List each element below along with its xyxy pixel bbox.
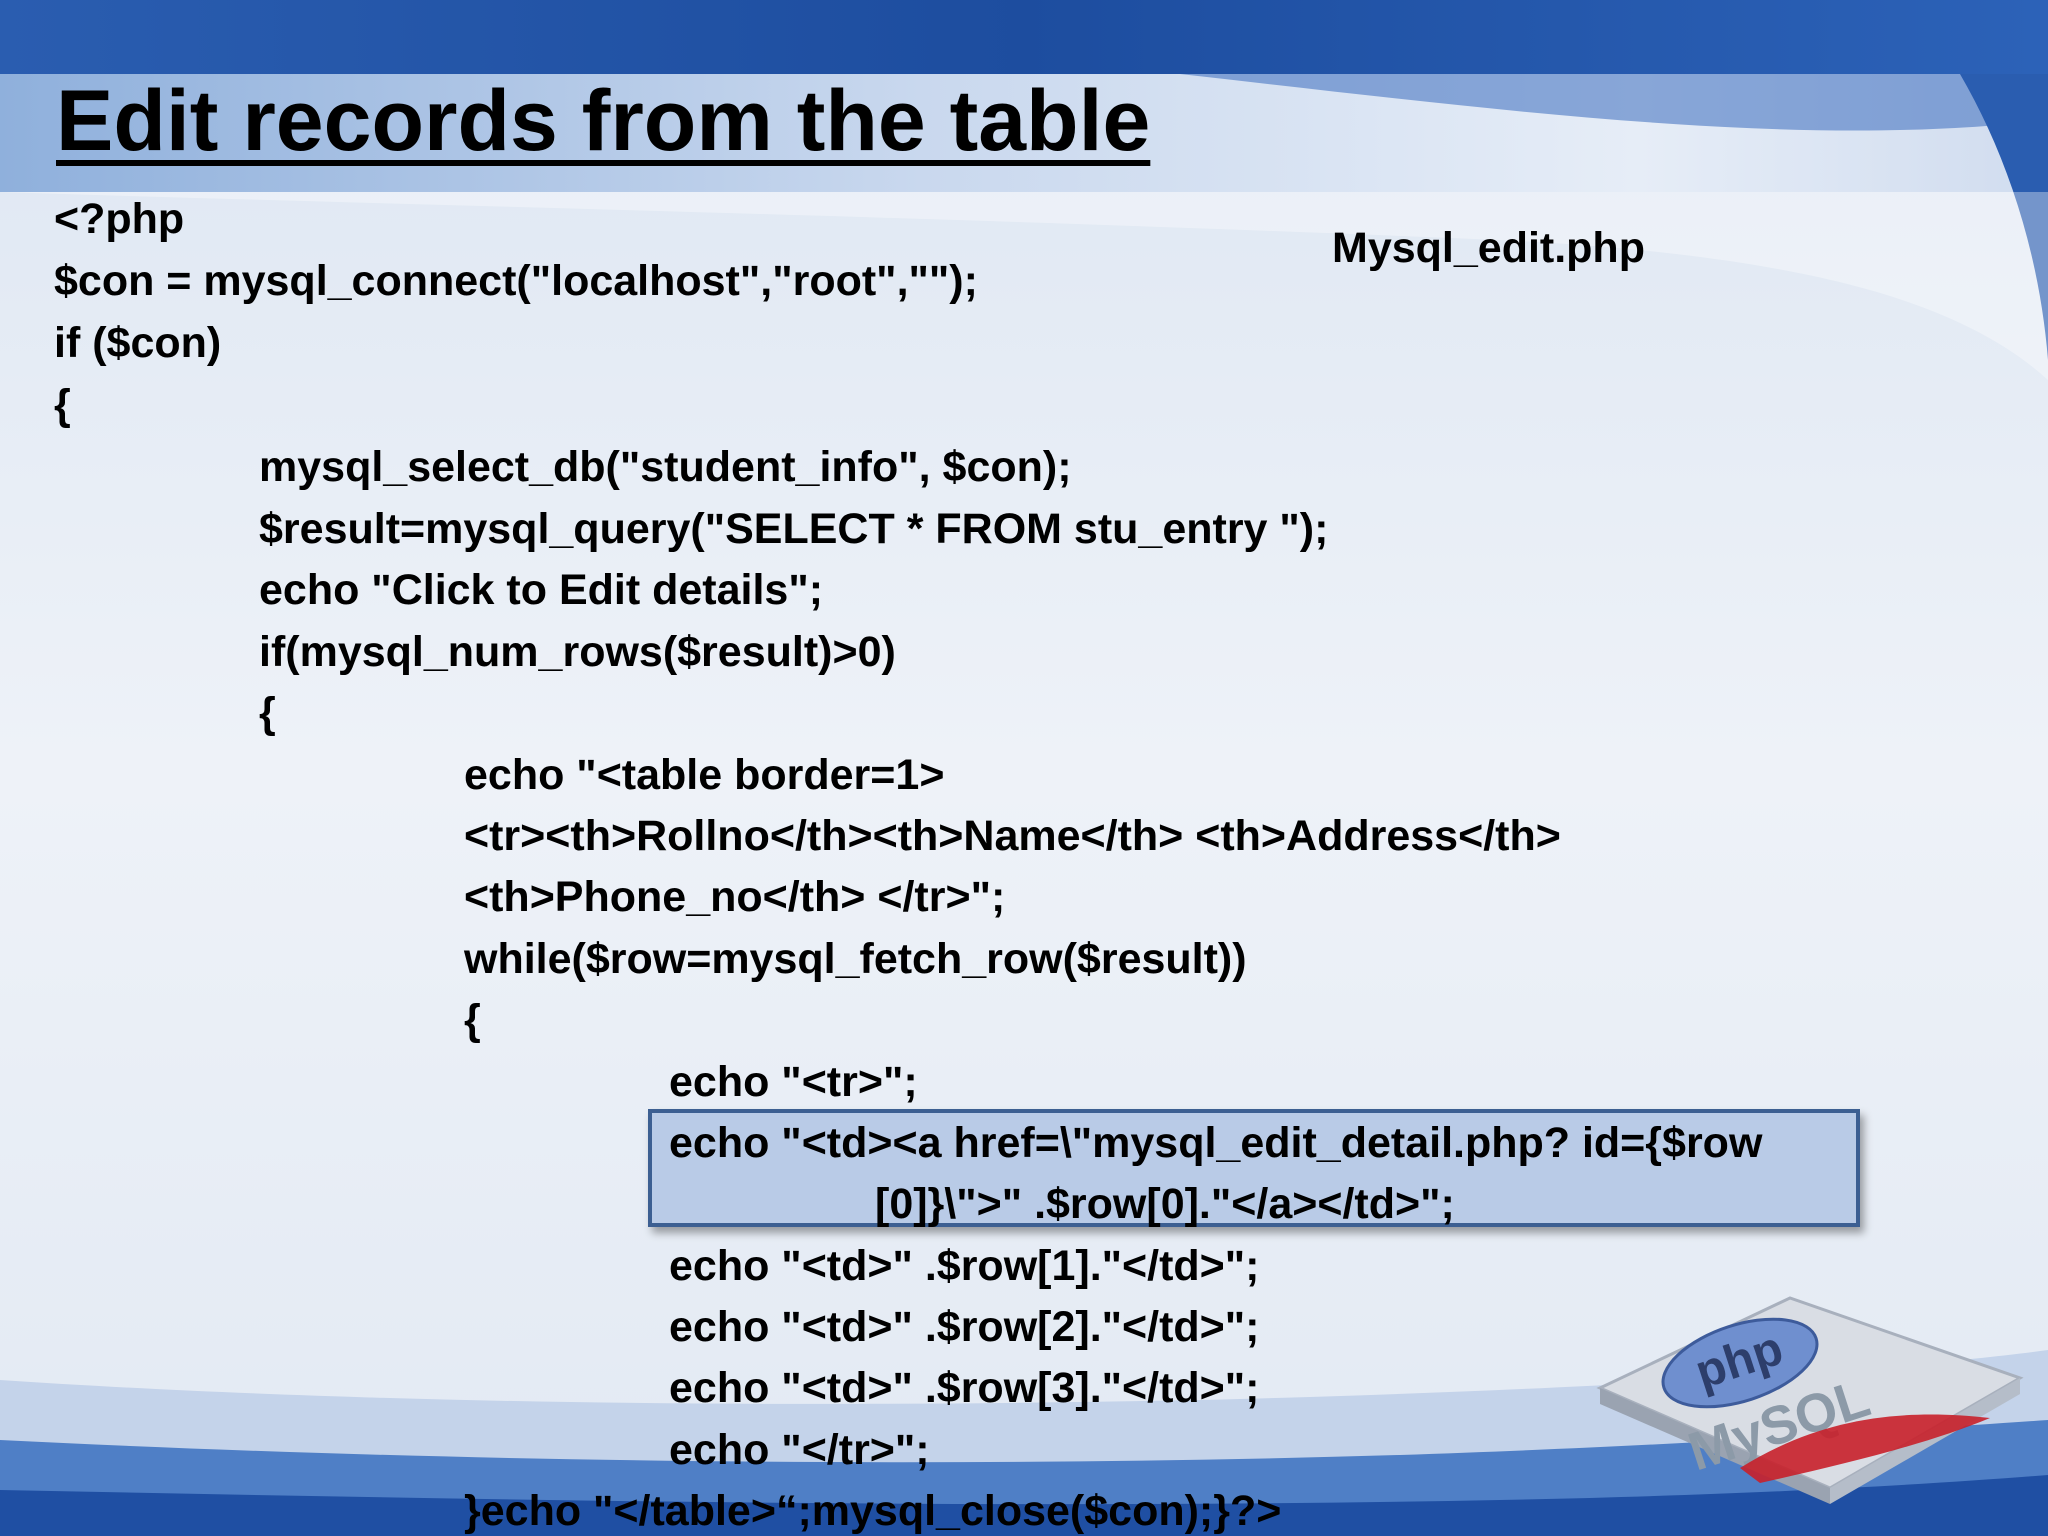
file-name-label: Mysql_edit.php — [1332, 224, 1645, 272]
code-line: if(mysql_num_rows($result)>0) — [259, 628, 896, 676]
code-line: echo "<td>" .$row[3]."</td>"; — [669, 1364, 1260, 1412]
code-line: { — [259, 689, 276, 737]
code-line: { — [464, 996, 481, 1044]
code-line-highlighted: echo "<td><a href=\"mysql_edit_detail.ph… — [669, 1119, 1763, 1167]
code-line: mysql_select_db("student_info", $con); — [259, 443, 1072, 491]
php-mysql-logo: php MySQL — [1596, 1296, 2024, 1504]
code-line: { — [54, 381, 71, 429]
code-line: <th>Phone_no</th> </tr>"; — [464, 873, 1006, 921]
slide-title: Edit records from the table — [56, 73, 1151, 169]
code-line: echo "Click to Edit details"; — [259, 566, 824, 614]
code-line: echo "</tr>"; — [669, 1426, 930, 1474]
code-line: <tr><th>Rollno</th><th>Name</th> <th>Add… — [464, 812, 1561, 860]
code-line: while($row=mysql_fetch_row($result)) — [464, 935, 1247, 983]
code-line: $result=mysql_query("SELECT * FROM stu_e… — [259, 505, 1329, 553]
code-line: echo "<table border=1> — [464, 751, 945, 799]
code-line: echo "<tr>"; — [669, 1058, 918, 1106]
code-line: $con = mysql_connect("localhost","root",… — [54, 257, 978, 305]
code-line: <?php — [54, 195, 185, 243]
code-line: echo "<td>" .$row[2]."</td>"; — [669, 1303, 1260, 1351]
code-line: if ($con) — [54, 319, 222, 367]
code-line-highlighted: [0]}\">" .$row[0]."</a></td>"; — [875, 1180, 1455, 1228]
highlighted-code-box — [648, 1109, 1860, 1227]
code-line: }echo "</table>“;mysql_close($con);}?> — [464, 1487, 1282, 1535]
code-line: echo "<td>" .$row[1]."</td>"; — [669, 1242, 1260, 1290]
